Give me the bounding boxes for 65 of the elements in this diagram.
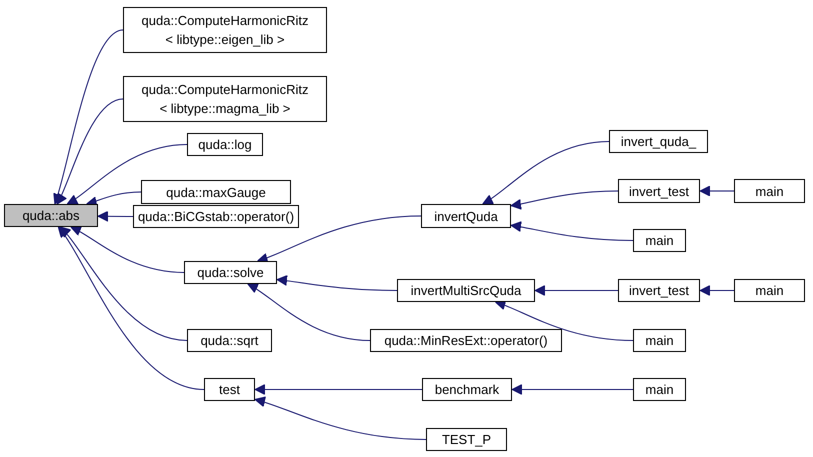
function-box — [633, 229, 686, 252]
function-name: main — [645, 381, 674, 399]
function-name: test — [219, 381, 240, 399]
function-name: quda::MinResExt::operator() — [384, 332, 548, 350]
function-name: quda::maxGauge — [166, 184, 266, 202]
call-arrow — [512, 384, 634, 395]
function-box — [618, 279, 700, 302]
call-arrow — [482, 141, 610, 204]
call-arrow — [254, 396, 426, 440]
function-name: quda::ComputeHarmonicRitz < libtype::magma_lib > — [142, 81, 308, 118]
function-name: quda::abs — [22, 207, 80, 225]
call-arrow — [70, 226, 184, 273]
call-arrow — [98, 210, 134, 222]
call-arrow — [700, 186, 734, 196]
function-box — [4, 204, 98, 227]
function-box — [633, 378, 686, 401]
call-arrow — [257, 216, 422, 264]
function-box — [397, 279, 535, 302]
function-name: main — [755, 182, 784, 200]
function-name: benchmark — [434, 381, 500, 399]
function-box — [204, 378, 255, 401]
call-arrow — [56, 98, 124, 204]
call-arrow — [254, 384, 422, 395]
function-name: main — [755, 282, 784, 300]
function-box — [184, 261, 277, 284]
function-box — [734, 279, 805, 302]
call-arrow — [700, 285, 734, 296]
function-name: quda::BiCGstab::operator() — [138, 208, 294, 226]
call-arrow — [534, 285, 618, 296]
function-name: TEST_P — [442, 431, 492, 449]
function-name: quda::log — [198, 136, 252, 154]
function-name: invertQuda — [434, 208, 498, 226]
function-name: main — [645, 232, 674, 250]
function-name: invert_test — [629, 282, 689, 300]
function-box — [187, 329, 272, 352]
function-name: quda::solve — [197, 264, 264, 282]
function-box — [370, 329, 562, 352]
function-box — [426, 428, 507, 451]
call-arrow — [86, 192, 142, 207]
function-name: invertMultiSrcQuda — [410, 282, 522, 300]
call-arrow — [276, 275, 398, 291]
function-box — [141, 180, 291, 204]
call-arrow — [60, 226, 188, 341]
function-box — [123, 76, 327, 122]
function-box — [618, 179, 700, 203]
function-box — [123, 7, 327, 53]
function-name: main — [645, 332, 674, 350]
function-box — [633, 329, 686, 352]
function-name: quda::sqrt — [200, 332, 258, 350]
call-arrow — [494, 300, 634, 341]
function-box — [734, 179, 805, 203]
function-name: invert_quda_ — [620, 133, 696, 151]
call-arrow — [58, 226, 204, 390]
call-arrow — [66, 144, 188, 204]
function-box — [421, 204, 511, 228]
function-name: invert_test — [629, 182, 689, 200]
call-arrow — [510, 221, 634, 241]
call-arrow — [52, 30, 124, 204]
function-box — [422, 378, 512, 401]
function-name: quda::ComputeHarmonicRitz < libtype::eigen_lib > — [142, 12, 308, 49]
function-box — [133, 205, 299, 228]
call-arrow — [510, 190, 618, 210]
function-box — [609, 130, 708, 153]
call-arrow — [247, 284, 370, 341]
function-box — [187, 133, 263, 156]
